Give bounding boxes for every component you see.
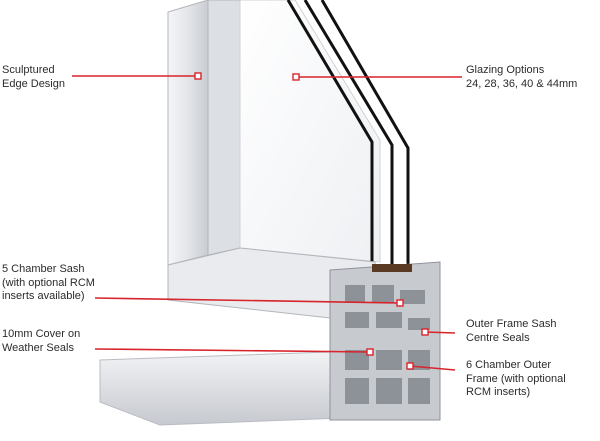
callout-line: 24, 28, 36, 40 & 44mm [466, 77, 578, 90]
sash-frame [207, 0, 241, 256]
glass-edge-1 [286, 0, 374, 265]
callout-line: Frame (with optional [466, 372, 566, 385]
callout-line: 10mm Cover on [2, 328, 81, 340]
callout-line: 5 Chamber Sash [2, 263, 85, 275]
profile-chambers [345, 285, 430, 404]
callout-chamber-outer: 6 Chamber Outer Frame (with optional RCM… [466, 359, 566, 400]
callout-line: inserts available) [2, 290, 85, 302]
callout-markers [194, 72, 429, 370]
callout-line: 6 Chamber Outer [466, 359, 551, 371]
spacer-bar [372, 264, 412, 272]
outer-frame [167, 0, 209, 266]
callout-line: Glazing Options [466, 64, 545, 76]
callout-sculptured-edge: Sculptured Edge Design [2, 64, 65, 91]
callout-line: RCM inserts) [466, 386, 531, 398]
callout-line: Edge Design [2, 77, 65, 90]
callout-line: Outer Frame Sash [466, 318, 557, 330]
glass-pane [239, 0, 381, 263]
callout-lines [72, 75, 462, 371]
callout-outer-frame-seals: Outer Frame Sash Centre Seals [466, 318, 556, 345]
callout-glazing-options: Glazing Options 24, 28, 36, 40 & 44mm [466, 64, 577, 91]
callout-line: (with optional RCM [2, 276, 95, 289]
callout-line: Centre Seals [466, 331, 530, 344]
callout-chamber-sash: 5 Chamber Sash (with optional RCM insert… [2, 263, 95, 304]
callout-cover-seals: 10mm Cover on Weather Seals [2, 328, 80, 355]
callout-line: Weather Seals [2, 341, 74, 354]
callout-line: Sculptured [2, 64, 55, 76]
glass-edge-3 [320, 0, 410, 270]
glass-edge-2 [303, 0, 394, 268]
